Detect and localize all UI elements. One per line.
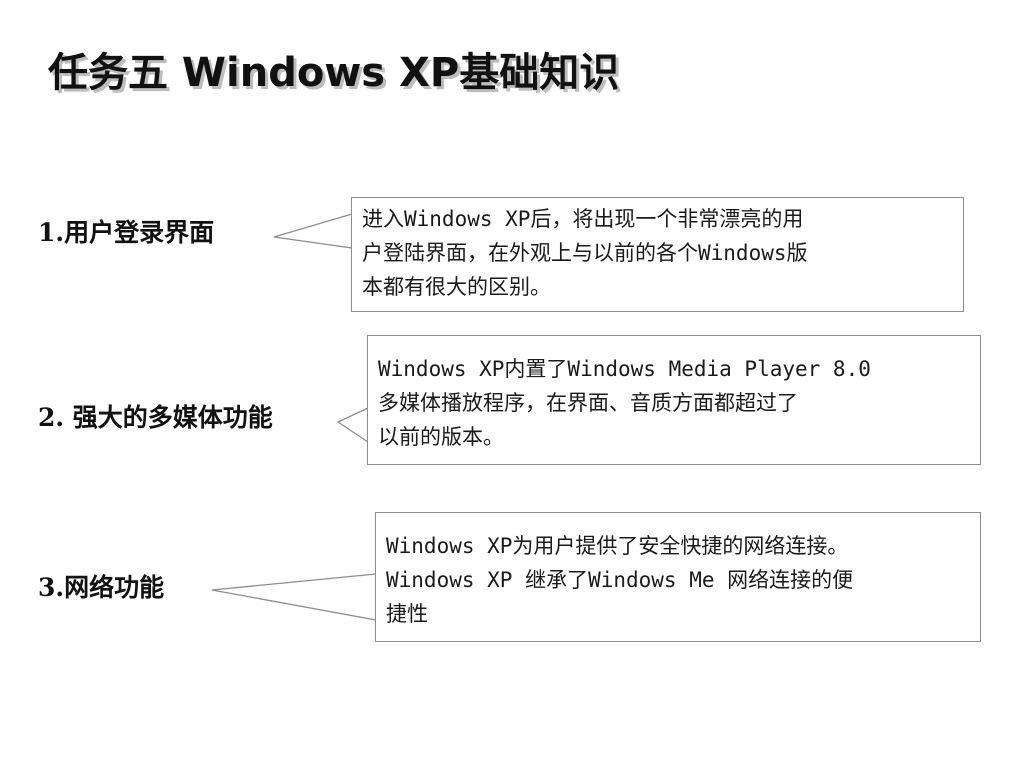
callout-pointer-1 xyxy=(273,213,353,249)
callout-line: 多媒体播放程序，在界面、音质方面都超过了 xyxy=(378,391,798,415)
callout-line: Windows XP 继承了Windows Me 网络连接的便 xyxy=(386,568,854,592)
callout-line: Windows XP为用户提供了安全快捷的网络连接。 xyxy=(386,534,849,558)
item-label-network: 3.网络功能 xyxy=(38,573,165,602)
page-title: 任务五 Windows XP基础知识 xyxy=(48,50,620,96)
callout-line: Windows XP内置了Windows Media Player 8.0 xyxy=(378,357,871,381)
callout-line: 以前的版本。 xyxy=(378,425,504,449)
callout-line: 本都有很大的区别。 xyxy=(362,275,551,299)
callout-box-network: Windows XP为用户提供了安全快捷的网络连接。 Windows XP 继承… xyxy=(375,512,981,642)
callout-line: 捷性 xyxy=(386,602,428,626)
item-label-multimedia: 2. 强大的多媒体功能 xyxy=(38,403,273,432)
item-label-login: 1.用户登录界面 xyxy=(38,218,215,247)
callout-line: 进入Windows XP后，将出现一个非常漂亮的用 xyxy=(362,207,804,231)
callout-box-login: 进入Windows XP后，将出现一个非常漂亮的用 户登陆界面，在外观上与以前的… xyxy=(351,197,964,312)
callout-box-multimedia: Windows XP内置了Windows Media Player 8.0 多媒… xyxy=(367,335,981,465)
callout-pointer-2 xyxy=(336,407,369,443)
callout-pointer-3 xyxy=(211,573,377,621)
callout-line: 户登陆界面，在外观上与以前的各个Windows版 xyxy=(362,241,808,265)
